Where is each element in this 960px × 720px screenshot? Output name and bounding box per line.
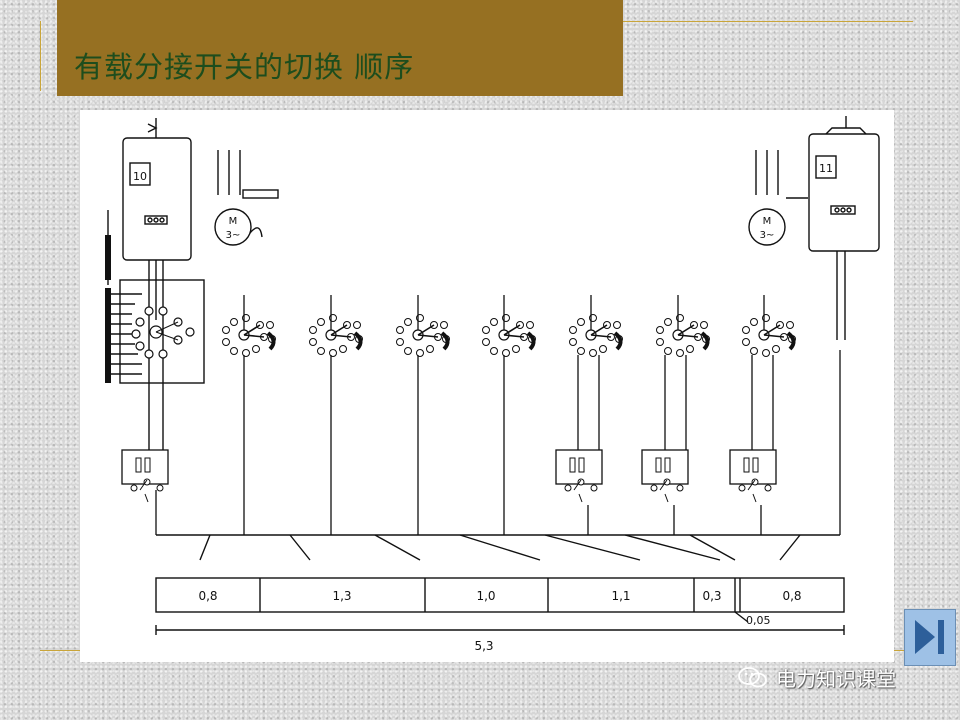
motor-left-label-m: M — [229, 216, 238, 227]
timeline-box — [155, 577, 845, 613]
rotary-switch-4 — [394, 293, 452, 359]
right-tap-changer-box — [808, 133, 880, 252]
diverter-switch-3 — [641, 449, 689, 503]
next-slide-icon — [915, 620, 944, 654]
motor-left — [214, 208, 252, 246]
left-wiring-frame — [119, 279, 205, 384]
rotary-switch-7 — [654, 293, 712, 359]
timeline-segment-4: 1,1 — [611, 589, 630, 603]
motor-left-label-phase: 3~ — [226, 230, 241, 241]
diverter-switch-1 — [121, 449, 169, 503]
title-bar — [57, 0, 623, 96]
diverter-switch-4 — [729, 449, 777, 503]
rotary-switch-5 — [480, 293, 538, 359]
left-tap-changer-box — [122, 137, 192, 261]
accent-line-top — [623, 21, 913, 22]
slide-title: 有载分接开关的切换 顺序 — [74, 50, 415, 84]
rotary-switch-2 — [220, 293, 278, 359]
wechat-icon — [738, 667, 767, 688]
gap-label: 0,05 — [746, 614, 771, 627]
diverter-switch-2 — [555, 449, 603, 503]
accent-line-left — [40, 21, 41, 91]
diagram-svg: 10 11 M 3~ M 3~ 0,8 1,3 1,0 1,1 0,3 0,8 … — [105, 116, 880, 653]
rotary-switch-8 — [740, 293, 798, 359]
motor-lever — [242, 189, 279, 199]
left-box-label: 10 — [133, 170, 147, 183]
next-slide-button[interactable] — [904, 609, 956, 666]
switching-sequence-diagram: 10 11 M 3~ M 3~ 0,8 1,3 1,0 1,1 0,3 0,8 … — [80, 110, 894, 662]
timeline-segment-2: 1,3 — [332, 589, 351, 603]
right-box-label: 11 — [819, 162, 833, 175]
timeline-segment-1: 0,8 — [198, 589, 217, 603]
motor-right-label-m: M — [763, 216, 772, 227]
rotary-switch-3 — [307, 293, 365, 359]
watermark: 电力知识课堂 — [738, 662, 896, 692]
motor-right-label-phase: 3~ — [760, 230, 775, 241]
rotation-arrow — [147, 123, 158, 133]
motor-right — [748, 208, 786, 246]
rotary-switch-6 — [567, 293, 625, 359]
timeline-segment-6: 0,8 — [782, 589, 801, 603]
timeline-segment-5: 0,3 — [702, 589, 721, 603]
watermark-text: 电力知识课堂 — [776, 666, 896, 691]
total-label: 5,3 — [474, 639, 493, 653]
timeline-segment-3: 1,0 — [476, 589, 495, 603]
